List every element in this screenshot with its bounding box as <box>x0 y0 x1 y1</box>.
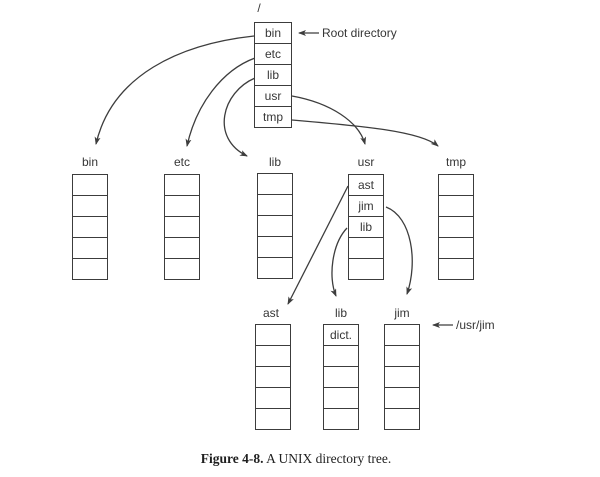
figure-caption-text: A UNIX directory tree. <box>263 451 392 466</box>
arrow-root-to-usr <box>291 95 367 145</box>
usr-slot <box>349 237 383 258</box>
arrow-usr-to-jim <box>385 206 413 295</box>
jim-slot <box>385 325 419 345</box>
tmp-slot <box>439 175 473 195</box>
lib3-directory-label: lib <box>334 306 347 320</box>
usr-entry-lib: lib <box>349 216 383 237</box>
lib-slot <box>258 257 292 278</box>
jim-slot <box>385 366 419 387</box>
root-directory-annotation: Root directory <box>322 26 397 40</box>
usr-directory-label: usr <box>357 155 375 169</box>
etc-slot <box>165 216 199 237</box>
lib3-slot <box>324 366 358 387</box>
etc-directory-label: etc <box>173 155 190 169</box>
root-entry-lib: lib <box>255 64 291 85</box>
root-entry-etc: etc <box>255 43 291 64</box>
arrow-root-to-bin <box>94 35 255 145</box>
usr-entry-ast: ast <box>357 178 374 192</box>
tmp-slot <box>439 195 473 216</box>
ast-slot <box>256 325 290 345</box>
jim-slot <box>385 387 419 408</box>
tmp-directory-label: tmp <box>445 155 466 169</box>
arrow-usr-to-lib <box>330 227 348 297</box>
usr-slot <box>349 258 383 279</box>
root-directory-label: / <box>257 1 261 15</box>
arrow-root-to-etc <box>185 57 256 147</box>
jim-slot <box>385 345 419 366</box>
tmp-directory-table <box>438 174 474 280</box>
bin-slot <box>73 216 107 237</box>
lib3-directory-table: dict. <box>323 324 359 430</box>
lib-directory-label: lib <box>268 155 281 169</box>
usr-jim-path-annotation: /usr/jim <box>456 318 495 332</box>
jim-directory-table <box>384 324 420 430</box>
jim-directory-label: jim <box>394 306 410 320</box>
etc-slot <box>165 175 199 195</box>
tmp-slot <box>439 237 473 258</box>
lib-slot <box>258 174 292 194</box>
ast-slot <box>256 366 290 387</box>
tmp-slot <box>439 258 473 279</box>
lib-slot <box>258 194 292 215</box>
etc-directory-table <box>164 174 200 280</box>
bin-slot <box>73 258 107 279</box>
jim-slot <box>385 408 419 429</box>
figure-caption: Figure 4-8. A UNIX directory tree. <box>0 451 592 467</box>
usr-directory-table: ast jim lib <box>348 174 384 280</box>
ast-directory-label: ast <box>262 306 279 320</box>
bin-slot <box>73 237 107 258</box>
ast-directory-table <box>255 324 291 430</box>
lib3-slot <box>324 408 358 429</box>
bin-directory-label: bin <box>81 155 98 169</box>
etc-slot <box>165 258 199 279</box>
etc-slot <box>165 237 199 258</box>
usr-entry-jim: jim <box>349 195 383 216</box>
ast-slot <box>256 345 290 366</box>
figure-caption-number: Figure 4-8. <box>200 451 264 466</box>
bin-slot <box>73 195 107 216</box>
root-entry-tmp: tmp <box>255 106 291 127</box>
etc-slot <box>165 195 199 216</box>
bin-directory-table <box>72 174 108 280</box>
arrow-root-to-lib <box>223 77 256 157</box>
ast-slot <box>256 387 290 408</box>
root-entry-bin: bin <box>264 26 281 40</box>
lib-slot <box>258 215 292 236</box>
lib3-slot <box>324 345 358 366</box>
root-entry-usr: usr <box>255 85 291 106</box>
bin-slot <box>73 175 107 195</box>
lib3-entry-dict: dict. <box>329 328 352 342</box>
root-directory-table: bin etc lib usr tmp <box>254 22 292 128</box>
arrow-root-to-tmp <box>291 119 439 147</box>
arrow-usr-to-ast <box>287 185 349 305</box>
lib-slot <box>258 236 292 257</box>
lib3-slot <box>324 387 358 408</box>
tmp-slot <box>439 216 473 237</box>
ast-slot <box>256 408 290 429</box>
lib-directory-table <box>257 173 293 279</box>
